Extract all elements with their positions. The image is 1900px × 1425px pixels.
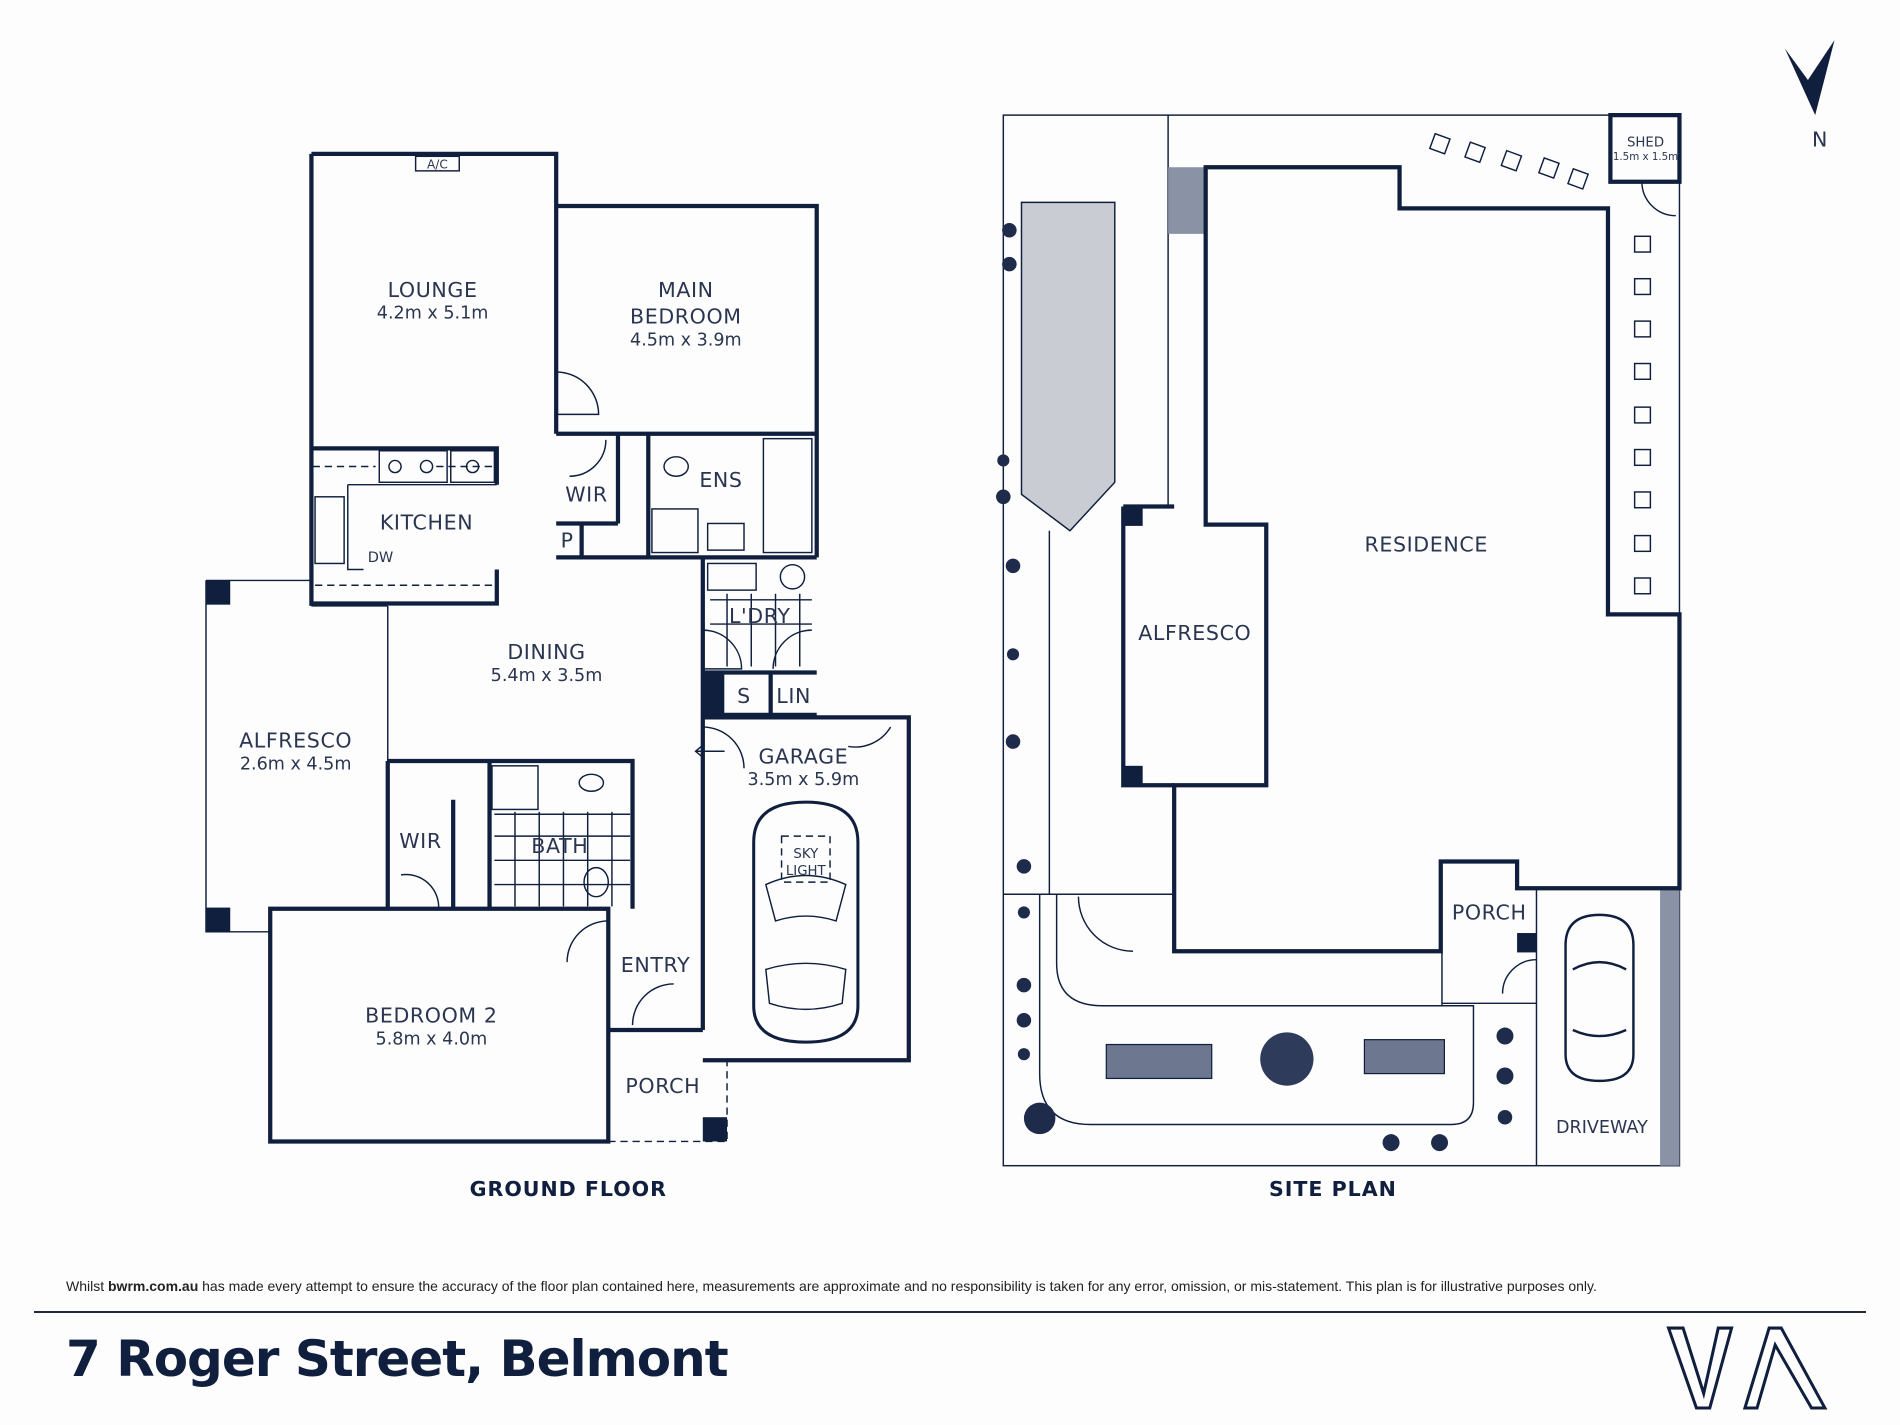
property-address: 7 Roger Street, Belmont	[66, 1330, 729, 1388]
room-size-alfresco: 2.6m x 4.5m	[240, 754, 352, 774]
site-label-alfresco: ALFRESCO	[1138, 621, 1251, 645]
room-label-dining: DINING	[507, 640, 585, 664]
site-label-residence: RESIDENCE	[1364, 532, 1488, 556]
site-label-shed: SHED	[1627, 136, 1664, 151]
room-label-bedroom-2: BEDROOM 2	[365, 1004, 498, 1028]
room-label-entry: ENTRY	[621, 953, 691, 977]
footer-divider	[34, 1311, 1866, 1313]
ground-floor-caption: GROUND FLOOR	[470, 1177, 667, 1201]
skylight-label-2: LIGHT	[786, 864, 827, 879]
room-label-wir: WIR	[565, 483, 608, 507]
room-label-wir-2: WIR	[399, 829, 442, 853]
room-size-bedroom-2: 5.8m x 4.0m	[376, 1030, 488, 1050]
site-label-shed-size: 1.5m x 1.5m	[1613, 151, 1678, 163]
north-label: N	[1812, 128, 1828, 152]
room-size-dining: 5.4m x 3.5m	[491, 666, 603, 686]
car-icon: SKY LIGHT	[752, 800, 860, 1044]
room-label-porch: PORCH	[625, 1074, 700, 1098]
room-size-lounge: 4.2m x 5.1m	[377, 304, 489, 324]
site-plan: RESIDENCE ALFRESCO PORCH DRIVEWAY SHED 1…	[996, 112, 1682, 1201]
room-label-lounge: LOUNGE	[388, 278, 478, 302]
disclaimer-site-link: bwrm.com.au	[108, 1278, 199, 1294]
room-label-ens: ENS	[699, 468, 742, 492]
va-logo	[1666, 1326, 1828, 1410]
dishwasher-label: DW	[368, 550, 394, 566]
site-label-driveway: DRIVEWAY	[1556, 1118, 1648, 1138]
room-size-main-bedroom: 4.5m x 3.9m	[630, 330, 742, 350]
room-label-garage: GARAGE	[758, 744, 848, 768]
room-label-storage: S	[737, 684, 751, 708]
room-label-laundry: L'DRY	[729, 604, 791, 628]
site-label-porch: PORCH	[1452, 901, 1527, 925]
ac-label: A/C	[427, 157, 448, 171]
north-arrow-icon: N	[1784, 39, 1835, 152]
room-size-garage: 3.5m x 5.9m	[748, 770, 860, 790]
disclaimer: Whilst bwrm.com.au has made every attemp…	[66, 1278, 1597, 1294]
room-label-main-bedroom: MAIN	[658, 278, 714, 302]
room-label-bath: BATH	[531, 834, 588, 858]
room-label-alfresco: ALFRESCO	[239, 729, 352, 753]
site-plan-caption: SITE PLAN	[1269, 1177, 1397, 1201]
room-label-kitchen: KITCHEN	[380, 511, 473, 535]
room-label-linen: LIN	[776, 684, 811, 708]
disclaimer-text: Whilst	[66, 1278, 108, 1294]
ground-floor-plan: A/C DW SKY LIGHT LOUNGE 4.2m x 5.1m MAIN…	[205, 151, 911, 1201]
tree-icons	[996, 222, 1514, 1152]
room-label-main-bedroom-2: BEDROOM	[630, 305, 742, 329]
disclaimer-text-2: has made every attempt to ensure the acc…	[198, 1278, 1597, 1294]
car-icon-driveway	[1564, 913, 1635, 1083]
skylight-label: SKY	[793, 847, 819, 862]
room-label-pantry: P	[561, 529, 574, 553]
